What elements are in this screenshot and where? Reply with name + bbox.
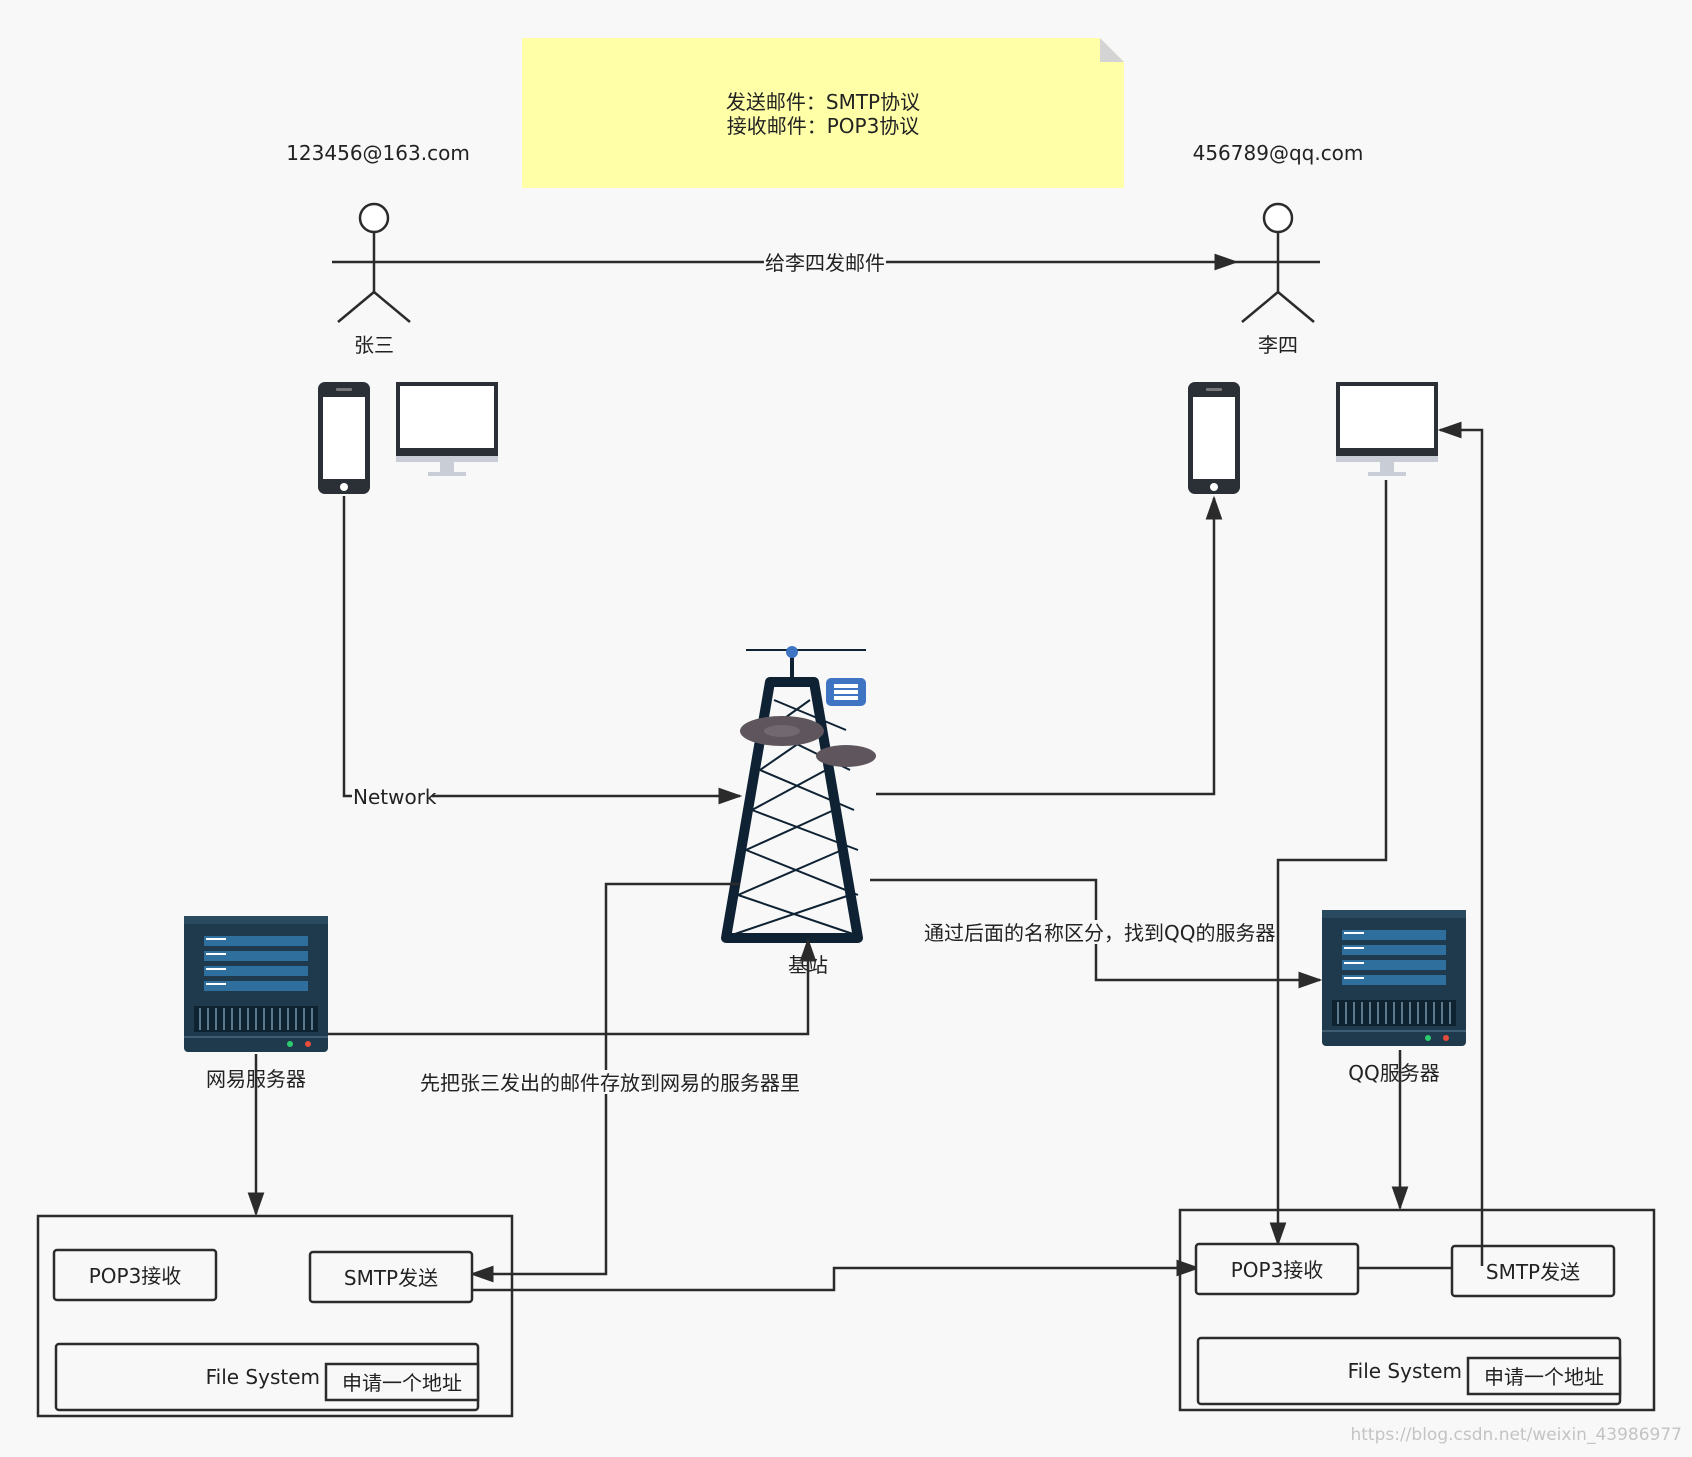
netease-address-box	[324, 1362, 480, 1402]
edge-store-netease: 先把张三发出的邮件存放到网易的服务器里	[418, 1070, 800, 1095]
receiver-phone-icon	[1188, 382, 1240, 494]
receiver-actor-icon	[1236, 202, 1320, 323]
watermark: https://blog.csdn.net/weixin_43986977	[1350, 1425, 1682, 1445]
edge-netease-to-tower	[328, 937, 817, 1036]
netease-mail-system: POP3接收 SMTP发送 File System 申请一个地址	[36, 1214, 514, 1418]
edge-netease-smtp-to-qq-pop3	[472, 1259, 1201, 1292]
netease-fs-label: File System	[206, 1365, 320, 1389]
sender-email: 123456@163.com	[286, 141, 470, 165]
edge-monitor-to-qq-pop3	[1269, 480, 1388, 1247]
qq-mail-system: POP3接收 SMTP发送 File System 申请一个地址	[1178, 1208, 1656, 1412]
netease-address-label: 申请一个地址	[342, 1371, 462, 1395]
netease-server-icon	[184, 916, 328, 1052]
protocol-note: 发送邮件：SMTP协议 接收邮件：POP3协议	[522, 38, 1124, 188]
edge-qq-smtp-to-monitor	[1437, 421, 1484, 1266]
base-station-tower-icon	[721, 646, 876, 943]
sender-phone-icon	[318, 382, 370, 494]
note-line-send: 发送邮件：SMTP协议	[726, 90, 920, 114]
qq-server-label: QQ服务器	[1348, 1061, 1439, 1085]
netease-pop3-label: POP3接收	[89, 1264, 182, 1288]
sender-monitor-icon	[396, 382, 498, 476]
note-line-receive: 接收邮件：POP3协议	[727, 114, 920, 138]
edge-send-mail: 给李四发邮件	[416, 250, 1239, 275]
edge-route-qq-label: 通过后面的名称区分，找到QQ的服务器	[924, 921, 1275, 945]
receiver-email: 456789@qq.com	[1193, 141, 1364, 165]
edge-network-label: Network	[353, 785, 437, 809]
edge-send-mail-label: 给李四发邮件	[765, 251, 885, 275]
sender-actor-icon	[332, 202, 416, 323]
sender-name: 张三	[354, 333, 394, 357]
edge-tower-to-receiver-phone	[876, 495, 1223, 796]
qq-server-icon	[1322, 910, 1466, 1046]
qq-address-label: 申请一个地址	[1484, 1365, 1604, 1389]
edge-route-qq: 通过后面的名称区分，找到QQ的服务器	[920, 920, 1275, 945]
netease-smtp-label: SMTP发送	[344, 1266, 438, 1290]
qq-smtp-box	[1450, 1244, 1616, 1298]
receiver-name: 李四	[1258, 333, 1298, 357]
qq-pop3-label: POP3接收	[1231, 1258, 1324, 1282]
receiver-monitor-icon	[1336, 382, 1438, 476]
edge-store-netease-label: 先把张三发出的邮件存放到网易的服务器里	[420, 1071, 800, 1095]
qq-fs-label: File System	[1348, 1359, 1462, 1383]
qq-smtp-label: SMTP发送	[1486, 1260, 1580, 1284]
netease-pop3-box	[52, 1248, 218, 1302]
edge-network: Network	[342, 496, 743, 809]
netease-smtp-box	[308, 1250, 474, 1304]
qq-address-box	[1466, 1356, 1622, 1396]
